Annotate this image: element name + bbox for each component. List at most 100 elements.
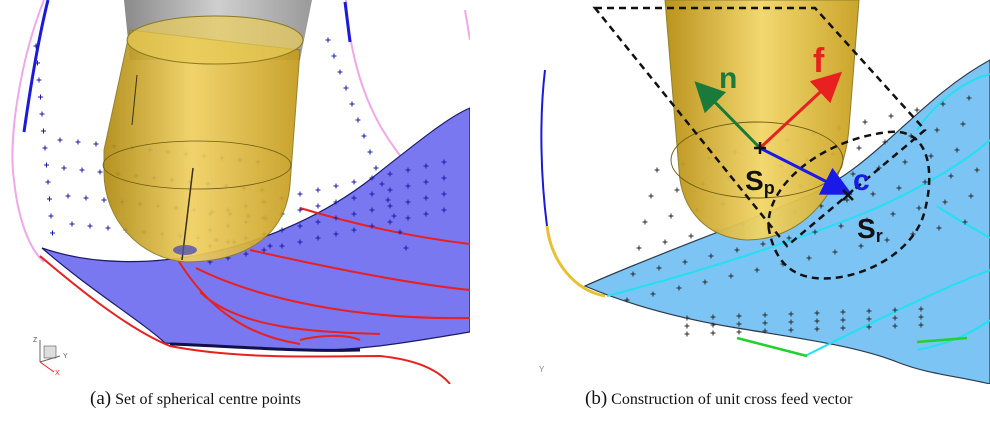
cross-marker bbox=[630, 271, 636, 277]
cross-marker bbox=[83, 195, 89, 201]
cross-marker bbox=[279, 243, 285, 249]
cross-marker bbox=[351, 211, 357, 217]
cross-marker bbox=[840, 325, 846, 331]
cross-marker bbox=[882, 139, 888, 145]
cross-marker bbox=[966, 95, 972, 101]
caption-a-letter: (a) bbox=[90, 388, 112, 409]
boundary-curve-right-2 bbox=[464, 9, 470, 41]
cross-marker bbox=[922, 179, 928, 185]
cross-marker bbox=[866, 324, 872, 330]
cross-marker bbox=[423, 179, 429, 185]
tool-path-edge-upper bbox=[299, 334, 361, 341]
cross-marker bbox=[888, 113, 894, 119]
cross-marker bbox=[297, 223, 303, 229]
cross-marker bbox=[105, 225, 111, 231]
cross-marker bbox=[331, 53, 337, 59]
cross-marker bbox=[93, 141, 99, 147]
cross-marker bbox=[261, 247, 267, 253]
label-f: f bbox=[813, 42, 825, 80]
cross-marker bbox=[61, 165, 67, 171]
boundary-blue-left bbox=[22, 0, 50, 133]
tool-path-edge bbox=[39, 255, 451, 384]
cross-marker bbox=[387, 219, 393, 225]
cross-marker bbox=[373, 165, 379, 171]
cross-marker bbox=[814, 326, 820, 332]
cross-marker bbox=[728, 273, 734, 279]
cross-marker bbox=[896, 185, 902, 191]
cross-marker bbox=[333, 183, 339, 189]
caption-b: (b) Construction of unit cross feed vect… bbox=[585, 388, 852, 410]
figure-b-cross-feed-vector: n f c Sp Sr Y bbox=[539, 0, 990, 384]
cross-marker bbox=[858, 243, 864, 249]
tool-axis bbox=[181, 167, 194, 261]
cross-marker bbox=[928, 153, 934, 159]
cross-marker bbox=[337, 69, 343, 75]
cross-marker bbox=[650, 291, 656, 297]
cross-marker bbox=[403, 245, 409, 251]
cross-marker bbox=[97, 169, 103, 175]
cross-marker bbox=[702, 279, 708, 285]
cross-marker bbox=[890, 211, 896, 217]
cross-marker bbox=[39, 111, 45, 117]
cross-marker bbox=[710, 330, 716, 336]
cross-marker bbox=[325, 37, 331, 43]
cross-marker bbox=[624, 297, 630, 303]
cross-marker bbox=[760, 241, 766, 247]
cross-marker bbox=[351, 227, 357, 233]
tool-mid-ellipse bbox=[102, 140, 292, 190]
tool-path-4 bbox=[199, 291, 381, 335]
cross-marker bbox=[50, 230, 55, 236]
path-cyan-5 bbox=[936, 205, 990, 239]
cross-marker bbox=[788, 327, 794, 333]
cross-marker bbox=[369, 191, 375, 197]
cross-marker bbox=[349, 101, 355, 107]
caption-a: (a) Set of spherical centre points bbox=[90, 388, 301, 410]
cross-marker bbox=[814, 318, 820, 324]
cross-marker bbox=[892, 323, 898, 329]
cross-marker bbox=[840, 309, 846, 315]
cross-marker bbox=[361, 133, 367, 139]
cross-marker bbox=[914, 107, 920, 113]
tool-path-5 bbox=[177, 259, 301, 345]
dashed-contact-region bbox=[767, 130, 931, 280]
cross-marker bbox=[892, 307, 898, 313]
cross-marker bbox=[41, 128, 46, 134]
cross-marker bbox=[812, 229, 818, 235]
cross-marker bbox=[866, 308, 872, 314]
contact-point-shadow bbox=[173, 245, 197, 255]
cross-marker bbox=[918, 322, 924, 328]
cross-marker bbox=[674, 187, 680, 193]
cross-marker bbox=[636, 245, 642, 251]
cross-marker bbox=[387, 203, 393, 209]
cross-marker bbox=[297, 239, 303, 245]
cross-marker bbox=[397, 229, 403, 235]
cross-marker bbox=[44, 162, 49, 168]
point-sp-marker bbox=[754, 142, 766, 154]
cross-marker bbox=[385, 197, 391, 203]
cross-marker bbox=[423, 163, 429, 169]
label-sr: Sr bbox=[857, 213, 883, 246]
cross-marker bbox=[35, 60, 40, 66]
cross-marker bbox=[942, 199, 948, 205]
cross-marker bbox=[369, 223, 375, 229]
cross-marker bbox=[688, 233, 694, 239]
tool-path-1 bbox=[299, 207, 470, 245]
cross-marker bbox=[387, 171, 393, 177]
cross-marker bbox=[862, 119, 868, 125]
cross-marker bbox=[684, 315, 690, 321]
cross-marker bbox=[902, 159, 908, 165]
cross-marker bbox=[968, 193, 974, 199]
cross-marker bbox=[762, 328, 768, 334]
caption-b-letter: (b) bbox=[585, 388, 608, 409]
cross-marker bbox=[736, 329, 742, 335]
cross-marker bbox=[36, 77, 42, 83]
cross-marker bbox=[101, 197, 107, 203]
cross-marker bbox=[918, 306, 924, 312]
cross-marker bbox=[736, 321, 742, 327]
cross-marker bbox=[343, 85, 349, 91]
cross-marker bbox=[762, 320, 768, 326]
cross-marker bbox=[656, 265, 662, 271]
cross-marker bbox=[69, 221, 75, 227]
tool-path-3 bbox=[195, 267, 470, 320]
cross-marker bbox=[87, 223, 93, 229]
